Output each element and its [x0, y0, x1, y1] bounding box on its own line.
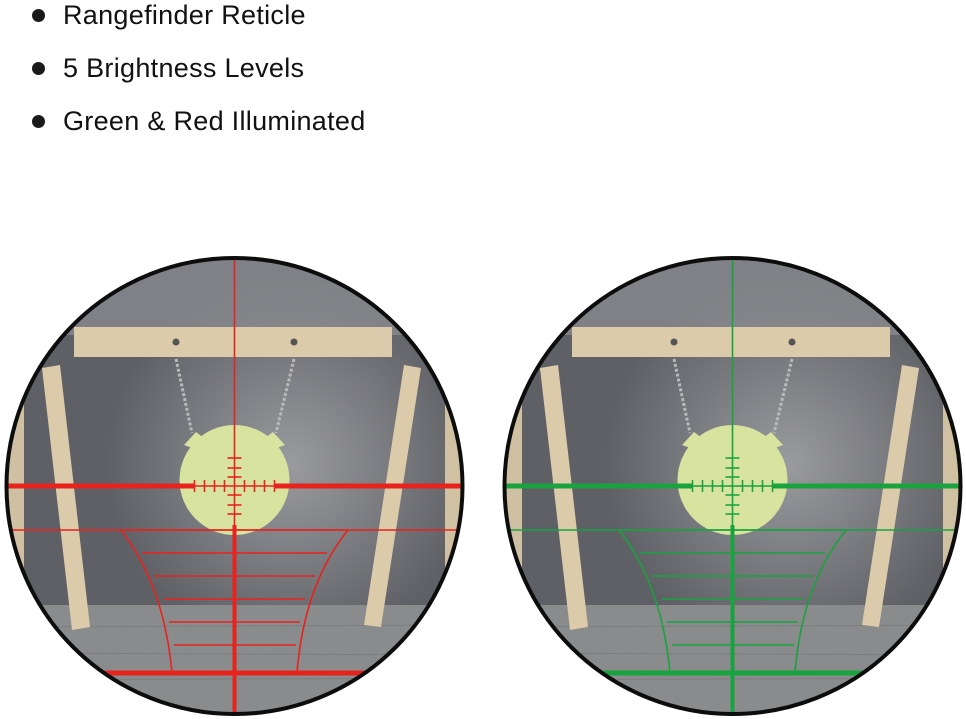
frame-leg-left: [42, 365, 90, 630]
reticle: [504, 258, 961, 714]
frame-beam: [572, 327, 890, 357]
feature-item: Rangefinder Reticle: [32, 0, 306, 30]
frame-leg-right: [862, 365, 919, 627]
scope-view-red: [4, 255, 465, 719]
feature-label: Rangefinder Reticle: [63, 0, 306, 30]
bullet-icon: [32, 8, 45, 22]
chain-left: [672, 358, 692, 434]
feature-label: Green & Red Illuminated: [63, 105, 366, 136]
chain-left: [174, 358, 194, 434]
chain-right: [772, 358, 794, 434]
reticle: [6, 258, 463, 714]
scope-view-green: [502, 255, 963, 719]
bullet-icon: [32, 61, 45, 75]
frame-beam: [74, 327, 392, 357]
scope-svg: [4, 256, 465, 716]
bullet-icon: [32, 114, 45, 128]
feature-item: Green & Red Illuminated: [32, 106, 366, 136]
scope-svg: [502, 256, 963, 716]
frame-leg-right: [364, 365, 421, 627]
frame-leg-left: [540, 365, 588, 630]
scope-rim: [4, 256, 465, 716]
feature-item: 5 Brightness Levels: [32, 53, 304, 83]
chain-right: [274, 358, 296, 434]
feature-label: 5 Brightness Levels: [63, 52, 305, 83]
scope-rim: [502, 256, 963, 716]
